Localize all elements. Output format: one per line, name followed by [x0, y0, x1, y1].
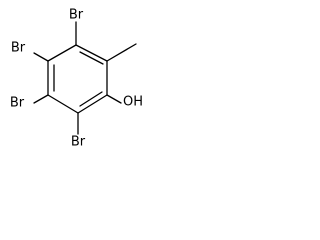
ring-bond-top-left: [47, 44, 77, 62]
br-top-label: Br: [69, 8, 84, 23]
bond-to-hydroxyl: [106, 94, 122, 104]
bond-to-br-lower-left: [33, 94, 49, 104]
ring-bond-bottom-right: [77, 94, 108, 114]
br-lower-left-label: Br: [10, 96, 25, 111]
molecule-structure-drawing: Br Br Br Br OH: [10, 8, 143, 150]
bond-to-br-upper-left: [33, 52, 49, 62]
atom-labels: Br Br Br Br OH: [10, 8, 143, 150]
bond-to-methyl: [106, 43, 137, 62]
ring-bond-bottom-left: [47, 94, 79, 114]
bond-group: [33, 21, 137, 135]
br-upper-left-label: Br: [11, 41, 26, 56]
ring-bond-top-right-inner: [79, 51, 104, 65]
ring-bond-top-right: [75, 44, 108, 62]
hydroxyl-label: OH: [123, 95, 143, 110]
ring-bond-bottom-right-inner: [79, 91, 103, 107]
br-bottom-label: Br: [71, 135, 86, 150]
